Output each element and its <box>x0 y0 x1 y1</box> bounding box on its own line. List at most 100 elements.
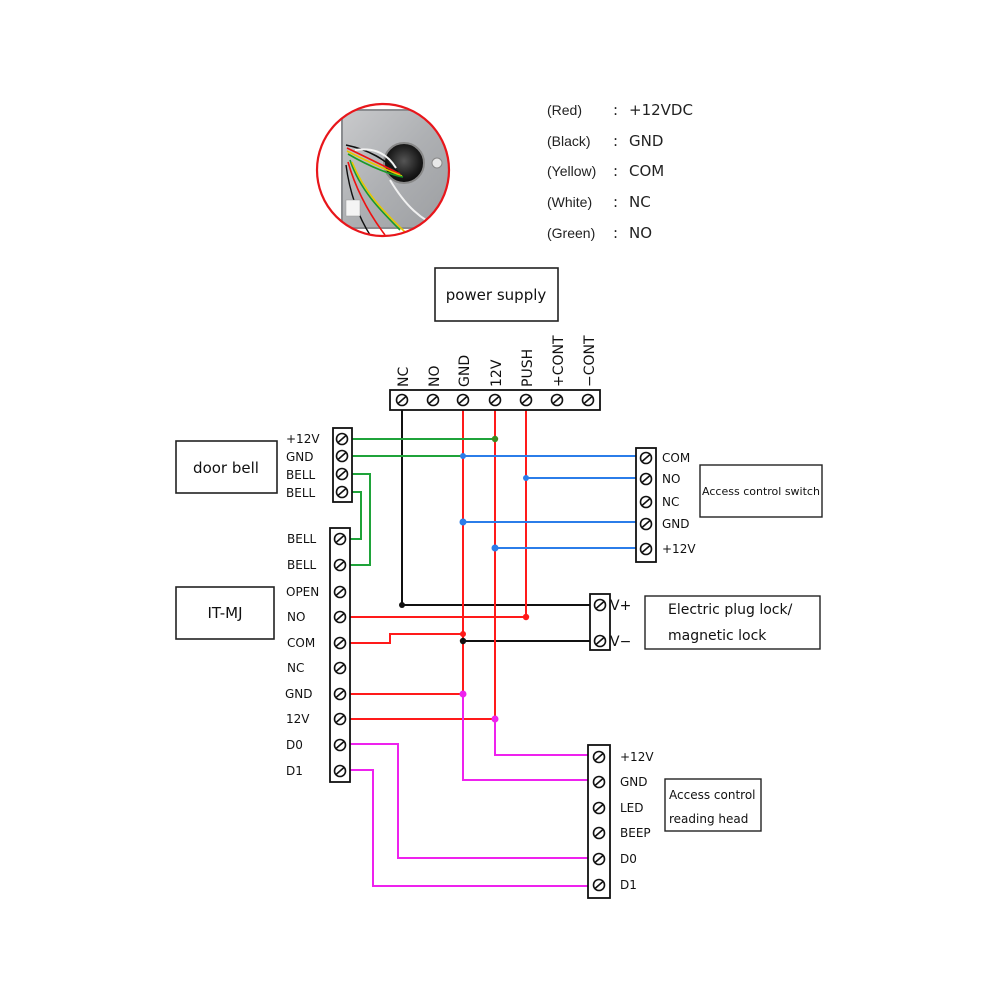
svg-text:COM: COM <box>287 636 315 650</box>
svg-text:BEEP: BEEP <box>620 826 651 840</box>
screw-terminal-d1-icon <box>592 878 606 892</box>
ps-label-12v: 12V <box>489 359 505 387</box>
junction-dot <box>399 602 405 608</box>
power-supply-block: power supply <box>434 267 559 322</box>
access-switch-terminal-strip <box>635 447 657 563</box>
terminal-strips <box>329 389 657 899</box>
svg-text:GND: GND <box>285 687 313 701</box>
ps-label-nc: NC <box>396 367 412 387</box>
wire-magenta-reader-gnd <box>462 694 590 781</box>
screw-terminal-v-icon <box>593 598 607 612</box>
legend-signal-com: COM <box>629 162 664 180</box>
access-switch-block: Access control switch <box>699 464 823 518</box>
reader-terminal-strip <box>587 744 611 899</box>
screw-terminal-no-icon <box>639 472 653 486</box>
screw-terminal-gnd-icon <box>639 517 653 531</box>
exit-button-photo <box>315 102 451 238</box>
svg-text:+12V: +12V <box>286 432 320 446</box>
svg-text:BELL: BELL <box>286 468 316 482</box>
screw-terminal-beep-icon <box>592 826 606 840</box>
wire-color-legend: (Red) : +12VDC (Black) : GND (Yellow) : … <box>547 101 693 242</box>
legend-signal-gnd: GND <box>629 132 663 150</box>
svg-text:OPEN: OPEN <box>286 585 319 599</box>
svg-text:+12V: +12V <box>620 750 654 764</box>
lock-label-line2: magnetic lock <box>668 628 767 644</box>
screw-terminal-no-icon <box>333 610 347 624</box>
ps-label-pluscont: +CONT <box>551 335 567 387</box>
access-switch-terminal-labels: COM NO NC GND +12V <box>662 451 696 556</box>
junction-dot <box>459 637 467 645</box>
wire-magenta-reader-12v <box>494 719 590 756</box>
screw-terminal-cont-icon <box>550 393 564 407</box>
it-mj-terminal-labels: BELL BELL OPEN NO COM NC GND 12V D0 D1 <box>285 532 319 778</box>
junction-dots <box>399 435 530 723</box>
screw-terminal-nc-icon <box>639 495 653 509</box>
wire-green-bell-a <box>350 473 371 566</box>
screw-terminal-v-icon <box>593 634 607 648</box>
screw-terminal-gnd-icon <box>333 687 347 701</box>
junction-dot <box>460 631 466 637</box>
screw-terminal-led-icon <box>592 801 606 815</box>
wire-magenta-d0 <box>350 743 590 859</box>
junction-dot <box>491 715 499 723</box>
junction-dot <box>459 518 467 526</box>
legend-color-black: (Black) <box>547 133 591 149</box>
svg-text:BELL: BELL <box>286 486 316 500</box>
door-bell-terminal-strip <box>332 427 353 503</box>
legend-color-white: (White) <box>547 194 592 210</box>
terminal-strip-body <box>332 427 353 503</box>
photo-ring <box>315 102 451 238</box>
junction-dot <box>491 435 499 443</box>
screw-terminal-12v-icon <box>592 750 606 764</box>
access-switch-label: Access control switch <box>702 485 820 498</box>
svg-text:D1: D1 <box>620 878 637 892</box>
wire-green-bell-b <box>350 491 362 540</box>
lock-block: Electric plug lock/ magnetic lock <box>644 595 821 650</box>
it-mj-terminal-strip <box>329 527 351 783</box>
svg-text:NC: NC <box>287 661 304 675</box>
screw-terminal-cont-icon <box>581 393 595 407</box>
screw-terminal-com-icon <box>639 451 653 465</box>
svg-text:GND: GND <box>662 517 690 531</box>
power-supply-label: power supply <box>446 286 547 304</box>
screw-terminal-no-icon <box>426 393 440 407</box>
svg-text:NC: NC <box>662 495 679 509</box>
screw-terminal-bell-icon <box>333 558 347 572</box>
it-mj-block: IT-MJ <box>175 586 275 640</box>
svg-text::: : <box>613 101 618 119</box>
terminal-strip-body <box>587 744 611 899</box>
screw-terminal-d0-icon <box>333 738 347 752</box>
screw-terminal-bell-icon <box>335 467 349 481</box>
svg-text:12V: 12V <box>286 712 310 726</box>
svg-text:D0: D0 <box>286 738 303 752</box>
lock-label-line1: Electric plug lock/ <box>668 602 793 618</box>
svg-text:COM: COM <box>662 451 690 465</box>
door-bell-terminal-labels: +12V GND BELL BELL <box>286 432 320 500</box>
screw-terminal-push-icon <box>519 393 533 407</box>
junction-dot <box>460 453 466 459</box>
screw-terminal-bell-icon <box>333 532 347 546</box>
screw-terminal-nc-icon <box>333 661 347 675</box>
legend-signal-no: NO <box>629 224 652 242</box>
screw-terminal-12v-icon <box>333 712 347 726</box>
junction-dot <box>522 613 530 621</box>
svg-text:V−: V− <box>610 634 631 650</box>
svg-text:+12V: +12V <box>662 542 696 556</box>
screw-terminal-open-icon <box>333 585 347 599</box>
svg-text:V+: V+ <box>610 598 631 614</box>
junction-dot <box>523 475 529 481</box>
legend-color-red: (Red) <box>547 102 582 118</box>
svg-text:D0: D0 <box>620 852 637 866</box>
power-supply-terminal-labels: NC NO GND 12V PUSH +CONT −CONT <box>396 335 598 387</box>
ps-label-no: NO <box>427 366 443 388</box>
reader-block: Access control reading head <box>664 778 762 832</box>
legend-signal-nc: NC <box>629 193 651 211</box>
wire-magenta-d1 <box>350 769 590 887</box>
svg-text::: : <box>613 193 618 211</box>
svg-text:LED: LED <box>620 801 644 815</box>
power-supply-terminal-strip <box>389 389 601 411</box>
screw-terminal-d1-icon <box>333 764 347 778</box>
legend-color-yellow: (Yellow) <box>547 163 596 179</box>
legend-color-green: (Green) <box>547 225 595 241</box>
